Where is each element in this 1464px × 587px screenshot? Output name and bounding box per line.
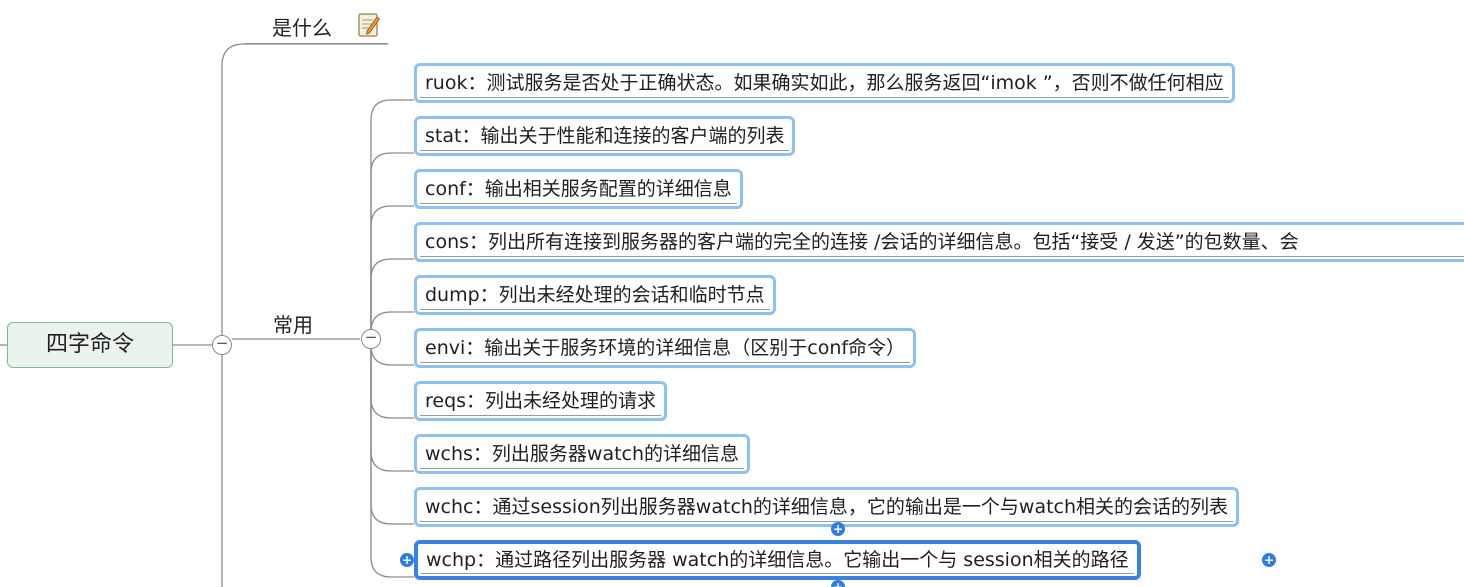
add-topic-handle-left[interactable]: +	[400, 553, 414, 567]
command-ruok-text: ruok：测试服务是否处于正确状态。如果确实如此，那么服务返回“imok ”，否…	[425, 72, 1224, 94]
connector-command-6	[370, 349, 414, 419]
connector-command-4	[370, 311, 414, 333]
add-topic-handle-right[interactable]: +	[1262, 553, 1276, 567]
command-wchp[interactable]: wchp：通过路径列出服务器 watch的详细信息。它输出一个与 session…	[414, 540, 1141, 580]
collapse-toggle-root[interactable]: −	[212, 335, 232, 355]
branch-what-label[interactable]: 是什么	[272, 16, 332, 40]
command-wchp-text: wchp：通过路径列出服务器 watch的详细信息。它输出一个与 session…	[426, 549, 1129, 571]
leaf-underline	[420, 468, 745, 469]
command-stat[interactable]: stat：输出关于性能和连接的客户端的列表	[414, 116, 796, 156]
command-envi-text: envi：输出关于服务环境的详细信息（区别于conf命令）	[425, 337, 906, 359]
connector-command-9	[370, 349, 414, 578]
add-topic-handle-top[interactable]: +	[831, 522, 845, 536]
branch-what-underline	[244, 43, 388, 44]
command-cons-text: cons：列出所有连接到服务器的客户端的完全的连接 /会话的详细信息。包括“接受…	[425, 231, 1299, 253]
command-dump[interactable]: dump：列出未经处理的会话和临时节点	[414, 275, 776, 315]
leaf-underline	[420, 415, 662, 416]
leaf-underline	[420, 256, 1464, 257]
command-dump-text: dump：列出未经处理的会话和临时节点	[425, 284, 765, 306]
command-cons[interactable]: cons：列出所有连接到服务器的客户端的完全的连接 /会话的详细信息。包括“接受…	[414, 222, 1464, 262]
command-wchs-text: wchs：列出服务器watch的详细信息	[425, 443, 740, 465]
leaf-underline	[420, 309, 770, 310]
command-wchc[interactable]: wchc：通过session列出服务器watch的详细信息，它的输出是一个与wa…	[414, 487, 1240, 527]
leaf-underline	[420, 203, 737, 204]
connector-command-2	[370, 205, 414, 329]
command-conf-text: conf：输出相关服务配置的详细信息	[425, 178, 732, 200]
note-icon[interactable]	[358, 12, 380, 38]
connector-command-5	[370, 344, 414, 366]
connector-command-8	[370, 349, 414, 525]
branch-common-label[interactable]: 常用	[273, 313, 313, 337]
command-reqs[interactable]: reqs：列出未经处理的请求	[414, 381, 668, 421]
command-conf[interactable]: conf：输出相关服务配置的详细信息	[414, 169, 743, 209]
command-ruok[interactable]: ruok：测试服务是否处于正确状态。如果确实如此，那么服务返回“imok ”，否…	[414, 63, 1235, 103]
command-reqs-text: reqs：列出未经处理的请求	[425, 390, 657, 412]
root-topic[interactable]: 四字命令	[7, 322, 173, 368]
leaf-underline	[420, 362, 911, 363]
leaf-underline	[420, 97, 1229, 98]
connector-command-3	[370, 258, 414, 329]
connector-command-7	[370, 349, 414, 472]
command-envi[interactable]: envi：输出关于服务环境的详细信息（区别于conf命令）	[414, 328, 917, 368]
leaf-underline	[420, 521, 1234, 522]
command-stat-text: stat：输出关于性能和连接的客户端的列表	[425, 125, 785, 147]
collapse-toggle-common[interactable]: −	[361, 329, 381, 349]
connector-command-0	[370, 99, 414, 329]
command-wchc-text: wchc：通过session列出服务器watch的详细信息，它的输出是一个与wa…	[425, 496, 1229, 518]
leaf-underline	[421, 573, 1134, 574]
command-wchs[interactable]: wchs：列出服务器watch的详细信息	[414, 434, 751, 474]
connector-command-1	[370, 152, 414, 329]
leaf-underline	[420, 150, 790, 151]
add-topic-handle-bottom[interactable]: +	[831, 580, 845, 587]
